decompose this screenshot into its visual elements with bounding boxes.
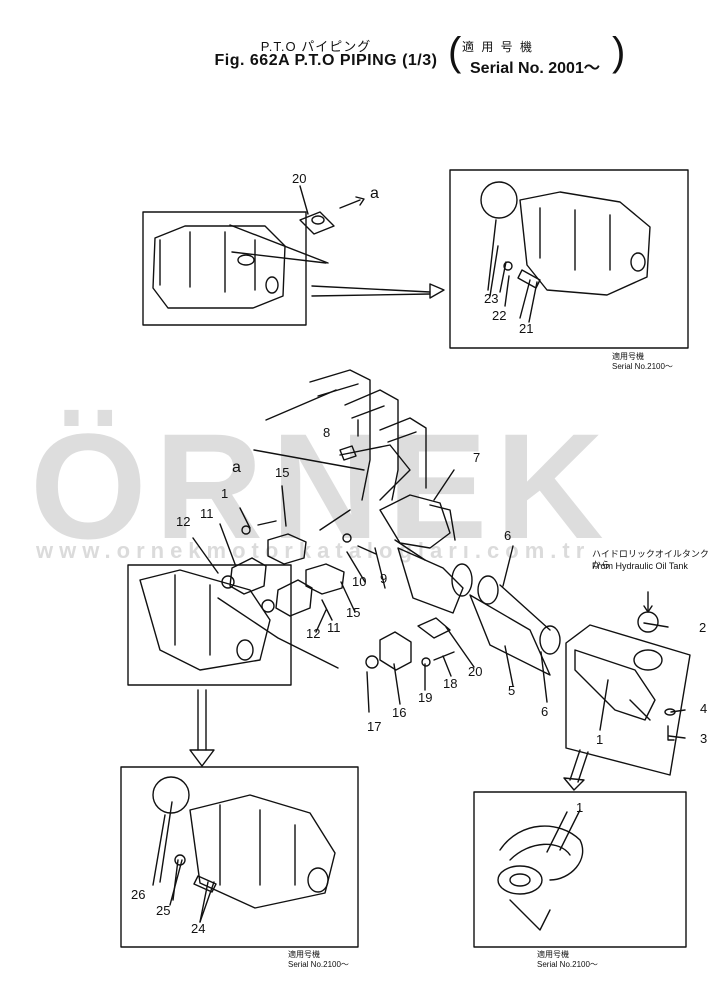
label-24: 24: [191, 921, 205, 936]
label-18: 18: [443, 676, 457, 691]
label-1-right: 1: [596, 732, 603, 747]
watermark-brand: ÖRNEK: [30, 402, 612, 570]
pump-box-top-right: [449, 169, 689, 349]
from-tank-jp: ハイドロリックオイルタンクから: [592, 549, 709, 570]
serial-title-jp: 適 用 号 機: [462, 40, 535, 54]
title-jp: P.T.O パイピング: [260, 39, 372, 54]
serial-note-bottom-left-jp: 適用号機: [288, 950, 320, 959]
serial-note-top-right-en: Serial No.2100～: [612, 362, 673, 371]
label-26: 26: [131, 887, 145, 902]
serial-note-top-right: 適用号機 Serial No.2100～: [612, 352, 673, 372]
label-15-mid: 15: [346, 605, 360, 620]
part-labels: 20 a 23 22 21 8 7 a 15 1 11 12 10 9 6 2 …: [131, 171, 707, 936]
serial-note-bottom-right: 適用号機 Serial No.2100～: [537, 950, 598, 970]
paren-right: ): [612, 30, 626, 74]
label-a-top: a: [370, 185, 379, 202]
pump-box-top-left: [142, 211, 307, 326]
pump-box-right-mid: [565, 624, 691, 776]
label-12-top: 12: [176, 514, 190, 529]
label-23: 23: [484, 291, 498, 306]
label-5: 5: [508, 683, 515, 698]
pump-box-bottom-right: [473, 791, 687, 948]
label-1-left: 1: [221, 486, 228, 501]
label-2: 2: [699, 620, 706, 635]
label-3: 3: [700, 731, 707, 746]
label-11-top: 11: [200, 506, 214, 521]
pump-box-bottom-left: [120, 766, 359, 948]
label-10: 10: [352, 574, 366, 589]
label-6-top: 6: [504, 528, 511, 543]
serial-note-bottom-left: 適用号機 Serial No.2100～: [288, 950, 349, 970]
from-tank-en: From Hydraulic Oil Tank: [592, 561, 688, 571]
label-15-top: 15: [275, 465, 289, 480]
label-20-mid: 20: [468, 664, 482, 679]
paren-left: (: [448, 30, 462, 74]
label-7: 7: [473, 450, 480, 465]
label-9: 9: [380, 571, 387, 586]
serial-note-bottom-left-en: Serial No.2100～: [288, 960, 349, 969]
label-8: 8: [323, 425, 330, 440]
label-12-mid: 12: [306, 626, 320, 641]
label-17: 17: [367, 719, 381, 734]
label-4: 4: [700, 701, 707, 716]
label-22: 22: [492, 308, 506, 323]
label-a-mid: a: [232, 459, 241, 476]
label-1-bottom: 1: [576, 800, 583, 815]
label-20-top: 20: [292, 171, 306, 186]
serial-title-en: Serial No. 2001～: [470, 60, 600, 77]
label-25: 25: [156, 903, 170, 918]
label-11-mid: 11: [327, 620, 341, 635]
serial-note-bottom-right-en: Serial No.2100～: [537, 960, 598, 969]
serial-note-top-right-jp: 適用号機: [612, 352, 644, 361]
label-21: 21: [519, 321, 533, 336]
label-16: 16: [392, 705, 406, 720]
serial-note-bottom-right-jp: 適用号機: [537, 950, 569, 959]
label-19: 19: [418, 690, 432, 705]
figure-title: Fig. 662A P.T.O PIPING (1/3): [214, 52, 438, 69]
watermark-url: www.ornekmotorkatalogları.com.tr: [36, 538, 591, 563]
label-6-bottom: 6: [541, 704, 548, 719]
